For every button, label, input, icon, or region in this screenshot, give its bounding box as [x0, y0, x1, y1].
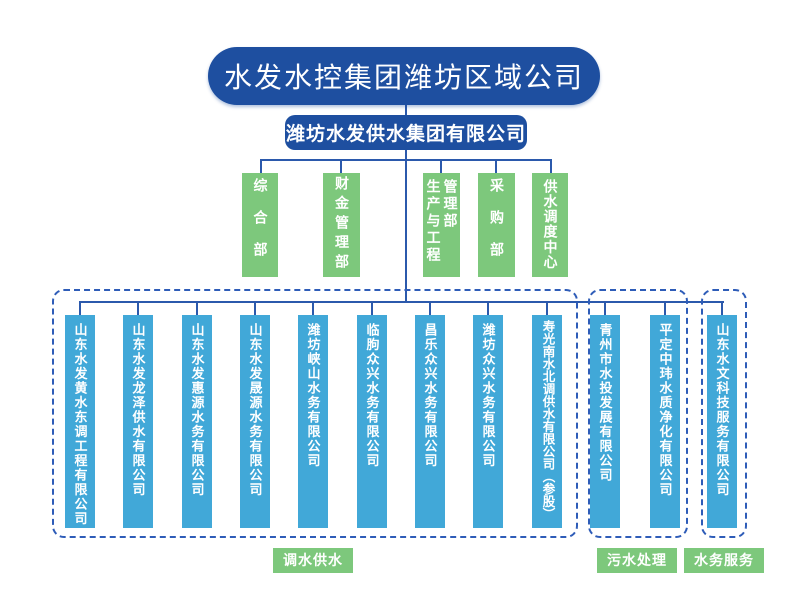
connector-line — [260, 159, 552, 161]
connector-line — [371, 301, 373, 315]
subsidiary-label: 潍坊众兴水务有限公司 — [480, 323, 496, 468]
department-node-3: 生产与工程 管理部 — [423, 173, 460, 277]
connector-line — [405, 150, 407, 302]
subsidiary-node-4: 山东水发晟源水务有限公司 — [240, 315, 270, 528]
connector-line — [254, 301, 256, 315]
connector-line — [546, 301, 548, 315]
group-company-title: 潍坊水发供水集团有限公司 — [285, 124, 526, 145]
business-group-border-3 — [701, 289, 747, 538]
department-label: 供水调度中心 — [542, 179, 559, 270]
root-company-title: 水发水控集团潍坊区域公司 — [223, 61, 584, 94]
subsidiary-node-10: 青州市水投发展有限公司 — [590, 315, 620, 528]
connector-line — [440, 159, 442, 173]
subsidiary-label: 寿光南水北调供水有限公司（参股） — [540, 320, 555, 520]
subsidiary-label: 山东水发惠源水务有限公司 — [189, 323, 205, 497]
subsidiary-node-1: 山东水发黄水东调工程有限公司 — [65, 315, 95, 528]
department-label: 财金管理部 — [334, 176, 350, 274]
subsidiary-node-3: 山东水发惠源水务有限公司 — [182, 315, 212, 528]
subsidiary-label: 昌乐众兴水务有限公司 — [422, 323, 438, 468]
subsidiary-node-5: 潍坊峡山水务有限公司 — [298, 315, 328, 528]
subsidiary-node-6: 临朐众兴水务有限公司 — [357, 315, 387, 528]
connector-line — [196, 301, 198, 315]
department-node-2: 财金管理部 — [323, 173, 360, 277]
subsidiary-node-9: 寿光南水北调供水有限公司（参股） — [532, 315, 562, 528]
connector-line — [137, 301, 139, 315]
department-label: 生产与工程 管理部 — [425, 179, 459, 265]
connector-line — [487, 301, 489, 315]
connector-line — [495, 159, 497, 173]
subsidiary-label: 青州市水投发展有限公司 — [597, 323, 613, 483]
department-label: 采购部 — [489, 178, 505, 275]
subsidiary-node-12: 山东水文科技服务有限公司 — [707, 315, 737, 528]
subsidiary-label: 山东水文科技服务有限公司 — [714, 323, 730, 497]
business-group-border-2 — [588, 289, 688, 538]
subsidiary-node-11: 平定中玮水质净化有限公司 — [650, 315, 680, 528]
connector-line — [260, 159, 262, 173]
group-company-node: 潍坊水发供水集团有限公司 — [285, 115, 527, 150]
business-group-label-3: 水务服务 — [684, 548, 764, 573]
connector-line — [604, 301, 606, 315]
business-group-border-1 — [52, 289, 578, 538]
subsidiary-label: 临朐众兴水务有限公司 — [364, 323, 380, 468]
department-node-1: 综合部 — [242, 173, 278, 277]
subsidiary-label: 平定中玮水质净化有限公司 — [657, 323, 673, 497]
connector-line — [405, 103, 407, 115]
connector-line — [429, 301, 431, 315]
connector-line — [340, 159, 342, 173]
department-node-4: 采购部 — [478, 173, 515, 277]
connector-line — [721, 301, 723, 315]
subsidiary-node-8: 潍坊众兴水务有限公司 — [473, 315, 503, 528]
subsidiary-label: 潍坊峡山水务有限公司 — [305, 323, 321, 468]
subsidiary-node-7: 昌乐众兴水务有限公司 — [415, 315, 445, 528]
subsidiary-label: 山东水发晟源水务有限公司 — [247, 323, 263, 497]
connector-line — [550, 159, 552, 173]
connector-line — [79, 301, 724, 303]
subsidiary-node-2: 山东水发龙泽供水有限公司 — [123, 315, 153, 528]
business-group-label-2: 污水处理 — [597, 548, 677, 573]
subsidiary-label: 山东水发龙泽供水有限公司 — [130, 323, 146, 497]
department-node-5: 供水调度中心 — [532, 173, 568, 277]
root-company-node: 水发水控集团潍坊区域公司 — [208, 47, 600, 105]
connector-line — [312, 301, 314, 315]
connector-line — [79, 301, 81, 315]
department-label: 综合部 — [252, 178, 269, 275]
business-group-label-1: 调水供水 — [273, 548, 353, 573]
connector-line — [664, 301, 666, 315]
subsidiary-label: 山东水发黄水东调工程有限公司 — [72, 323, 88, 526]
